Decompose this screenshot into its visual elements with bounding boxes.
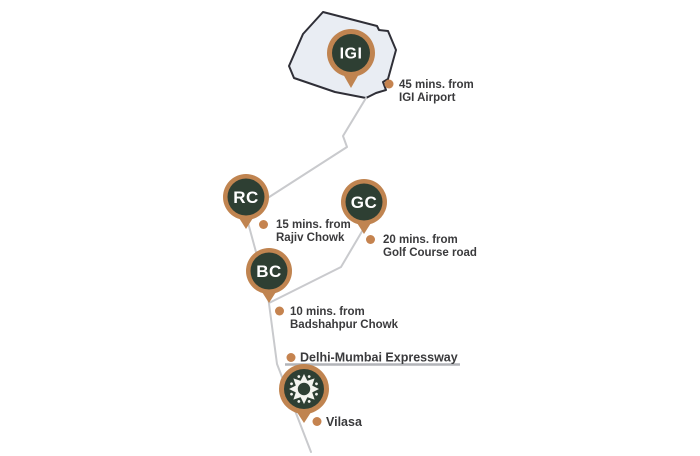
annotation-line: 15 mins. from: [276, 219, 351, 231]
badshahpur-chowk-pin: BC: [246, 248, 292, 303]
annotation-line: Vilasa: [326, 415, 363, 429]
annotation-line: Golf Course road: [383, 247, 477, 259]
road-igi-to-rajiv-chowk: [262, 97, 367, 202]
pin-circle: [332, 34, 370, 72]
pin-circle: [227, 178, 265, 216]
bullet-icon: [259, 220, 268, 229]
annotation-expressway: Delhi-Mumbai Expressway: [286, 351, 458, 365]
annotation-golf-course: 20 mins. from Golf Course road: [366, 234, 477, 259]
bullet-icon: [275, 306, 284, 316]
bc-pin-label: BC: [256, 262, 282, 281]
annotation-line: 10 mins. from: [290, 306, 365, 318]
igi-airport-pin: IGI: [327, 29, 375, 88]
annotation-line: 45 mins. from: [399, 79, 474, 91]
bullet-icon: [286, 353, 296, 362]
annotation-igi-airport: 45 mins. from IGI Airport: [384, 79, 474, 104]
vilasa-pin: [279, 364, 329, 423]
annotation-line: Rajiv Chowk: [276, 232, 345, 244]
rc-pin-label: RC: [233, 188, 259, 207]
golf-course-pin: GC: [341, 179, 387, 234]
annotation-line: IGI Airport: [399, 92, 456, 104]
road-golf-course: [268, 227, 365, 304]
rajiv-chowk-pin: RC: [223, 174, 269, 229]
gc-pin-label: GC: [351, 193, 378, 212]
bullet-icon: [384, 79, 394, 89]
annotation-badshahpur-chowk: 10 mins. from Badshahpur Chowk: [275, 306, 399, 331]
annotation-line: Delhi-Mumbai Expressway: [300, 351, 458, 365]
pin-circle: [250, 252, 288, 290]
annotation-vilasa: Vilasa: [312, 415, 363, 429]
annotation-line: 20 mins. from: [383, 234, 458, 246]
annotation-rajiv-chowk: 15 mins. from Rajiv Chowk: [259, 219, 351, 244]
bullet-icon: [312, 417, 322, 426]
pin-circle: [345, 183, 383, 221]
annotation-line: Badshahpur Chowk: [290, 319, 399, 331]
igi-pin-label: IGI: [340, 46, 363, 63]
bullet-icon: [366, 235, 375, 244]
